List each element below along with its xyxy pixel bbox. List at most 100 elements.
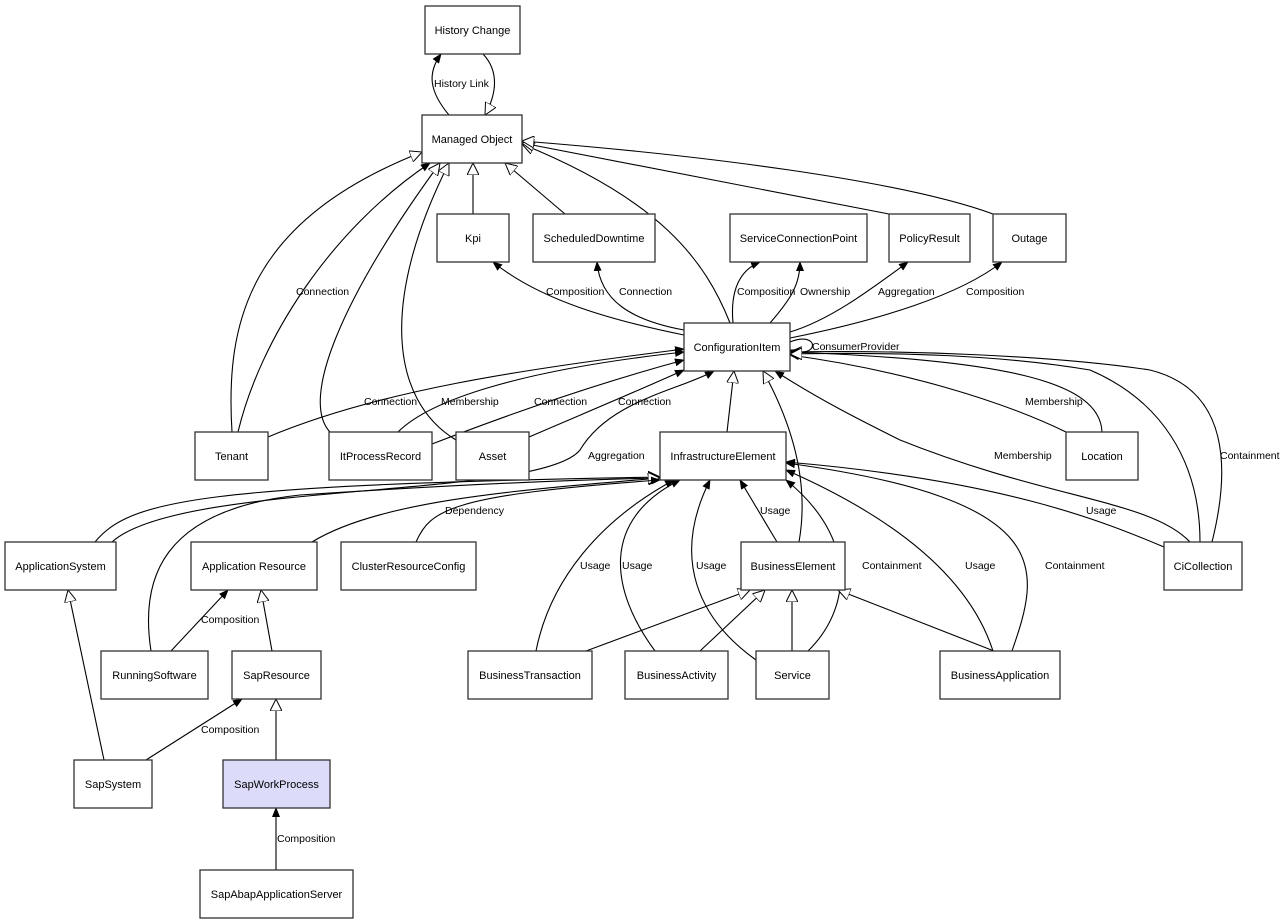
association-edge-configuration_item-to-kpi [492,261,685,336]
node-box[interactable] [190,541,318,591]
association-edge-configuration_item-to-outage [789,261,1003,339]
class-node-managed-object[interactable]: Managed Object [421,114,523,164]
class-node-sap-work-process[interactable]: SapWorkProcess [222,759,331,809]
inheritance-edge-business_activity-to-business_element [699,590,765,652]
node-box[interactable] [467,650,593,700]
node-box[interactable] [683,322,791,372]
inheritance-edge-policy_result-to-managed_object [522,143,890,215]
class-node-application-system[interactable]: ApplicationSystem [4,541,117,591]
node-label: PolicyResult [899,233,960,245]
edge-label: Dependency [445,505,505,517]
edge-label: Connection [534,396,587,408]
class-node-scheduled-downtime[interactable]: ScheduledDowntime [532,213,656,263]
association-edge-configuration_item-to-policy_result [789,261,909,333]
node-box[interactable] [194,431,269,481]
class-node-outage[interactable]: Outage [992,213,1067,263]
edge-label: Composition [966,286,1025,298]
node-box[interactable] [436,213,510,263]
class-node-running-software[interactable]: RunningSoftware [100,650,209,700]
inheritance-edge-tenant-to-managed_object [230,152,422,433]
class-node-cluster-resource-config[interactable]: ClusterResourceConfig [340,541,477,591]
node-box[interactable] [532,213,656,263]
edge-label: Composition [277,833,336,845]
node-box[interactable] [421,114,523,164]
node-box[interactable] [100,650,209,700]
node-label: Kpi [465,233,481,245]
inheritance-edge-business_application-to-business_element [838,590,995,652]
node-box[interactable] [659,431,787,481]
class-node-business-application[interactable]: BusinessApplication [939,650,1061,700]
node-label: ConfigurationItem [694,342,781,354]
node-box[interactable] [455,431,530,481]
edge-label: Composition [737,286,796,298]
edge-label: Membership [441,396,499,408]
node-box[interactable] [755,650,830,700]
class-node-service[interactable]: Service [755,650,830,700]
node-box[interactable] [740,541,846,591]
class-node-policy-result[interactable]: PolicyResult [888,213,971,263]
edge-label: Usage [622,560,653,572]
node-box[interactable] [1163,541,1243,591]
edge-label: Containment [1045,560,1105,572]
node-box[interactable] [199,869,354,919]
class-node-tenant[interactable]: Tenant [194,431,269,481]
class-node-asset[interactable]: Asset [455,431,530,481]
edge-label: Containment [1220,450,1280,462]
class-node-application-resource[interactable]: Application Resource [190,541,318,591]
edge-label: Usage [580,560,611,572]
node-box[interactable] [424,5,521,55]
edges-layer [68,53,1223,870]
edge-label: Usage [1086,505,1117,517]
class-node-service-connection-point[interactable]: ServiceConnectionPoint [729,213,868,263]
association-edge-configuration_item-to-service_connection_point [731,261,761,324]
node-label: SapResource [243,670,310,682]
class-node-ci-collection[interactable]: CiCollection [1163,541,1243,591]
edge-label: Usage [696,560,727,572]
node-box[interactable] [231,650,322,700]
association-edge-configuration_item-to-scheduled_downtime [593,261,685,331]
node-label: BusinessElement [751,561,836,573]
class-node-it-process-record[interactable]: ItProcessRecord [328,431,433,481]
inheritance-edge-business_element-to-configuration_item [763,371,803,543]
node-label: SapWorkProcess [234,779,319,791]
node-label: CiCollection [1174,561,1233,573]
inheritance-edge-location-to-configuration_item [790,352,1103,433]
node-box[interactable] [992,213,1067,263]
node-box[interactable] [328,431,433,481]
association-edge-business_application-to-infrastructure_element [785,460,1028,652]
class-node-business-activity[interactable]: BusinessActivity [624,650,729,700]
node-box[interactable] [729,213,868,263]
node-label: RunningSoftware [112,670,196,682]
class-node-business-element[interactable]: BusinessElement [740,541,846,591]
edge-label: Aggregation [588,450,645,462]
node-box[interactable] [73,759,153,809]
node-box[interactable] [624,650,729,700]
node-box[interactable] [4,541,117,591]
class-node-kpi[interactable]: Kpi [436,213,510,263]
edge-label: Connection [296,286,349,298]
node-box[interactable] [340,541,477,591]
class-node-business-transaction[interactable]: BusinessTransaction [467,650,593,700]
class-node-location[interactable]: Location [1065,431,1139,481]
node-label: SapSystem [85,779,141,791]
class-node-configuration-item[interactable]: ConfigurationItem [683,322,791,372]
node-box[interactable] [939,650,1061,700]
edge-label: Composition [546,286,605,298]
edge-label: Usage [965,560,996,572]
class-node-history-change[interactable]: History Change [424,5,521,55]
inheritance-edge-business_transaction-to-business_element [585,590,750,652]
class-node-sap-resource[interactable]: SapResource [231,650,322,700]
class-node-sap-abap-application-server[interactable]: SapAbapApplicationServer [199,869,354,919]
node-label: Outage [1011,233,1047,245]
node-box[interactable] [1065,431,1139,481]
node-label: Asset [479,451,507,463]
node-box[interactable] [888,213,971,263]
association-edge-ci_collection-to-configuration_item [774,370,1191,543]
association-edge-tenant-to-managed_object [237,162,431,433]
association-edge-it_process_record-to-configuration_item [397,349,685,433]
class-node-infrastructure-element[interactable]: InfrastructureElement [659,431,787,481]
node-box[interactable] [222,759,331,809]
association-edge-managed_object-to-history_change [431,53,450,116]
class-node-sap-system[interactable]: SapSystem [73,759,153,809]
node-label: ScheduledDowntime [544,233,645,245]
